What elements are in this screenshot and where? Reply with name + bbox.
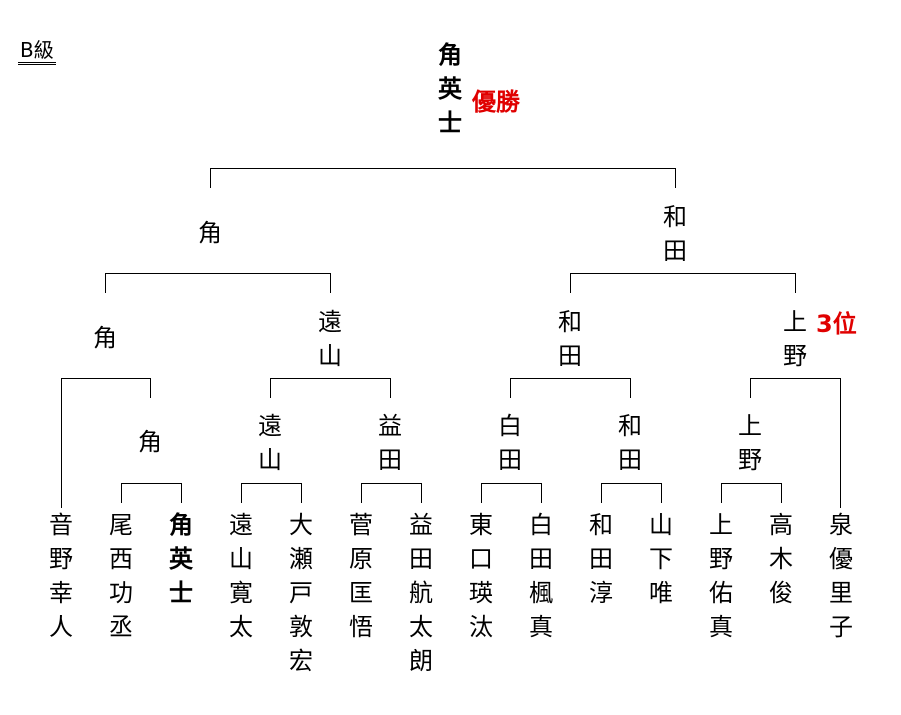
- bracket-line: [570, 273, 571, 293]
- bracket-line: [105, 273, 106, 293]
- bracket-line: [481, 483, 541, 484]
- player-8: 東口瑛汰: [469, 511, 493, 641]
- bracket-line: [781, 483, 782, 503]
- final-right: 和田: [663, 203, 687, 265]
- player-13: 高木 俊: [769, 511, 817, 607]
- quarterfinal-4: 白田: [498, 412, 522, 474]
- quarterfinal-6: 上野: [738, 412, 762, 474]
- bracket-line: [150, 378, 151, 398]
- player-1: 音野幸人: [49, 511, 73, 641]
- player-14: 泉優里子: [829, 511, 853, 641]
- quarterfinal-3: 益田: [378, 412, 402, 474]
- player-4: 遠山寛太: [229, 511, 253, 641]
- player-11: 山下 唯: [649, 511, 697, 607]
- bracket-line: [181, 483, 182, 503]
- player-7: 益田航太朗: [409, 511, 433, 675]
- bracket-line: [721, 483, 781, 484]
- bracket-line: [675, 168, 676, 188]
- bracket-line: [270, 378, 271, 398]
- bracket-line: [105, 273, 330, 274]
- bracket-line: [570, 273, 795, 274]
- bracket-line: [541, 483, 542, 503]
- bracket-line: [421, 483, 422, 503]
- bracket-line: [241, 483, 301, 484]
- quarterfinal-5: 和田: [618, 412, 642, 474]
- bracket-line: [840, 378, 841, 508]
- bracket-line: [630, 378, 631, 398]
- third-place-label: 3位: [816, 310, 857, 338]
- bracket-line: [61, 378, 150, 379]
- bracket-line: [601, 483, 661, 484]
- bracket-line: [795, 273, 796, 293]
- champion-name: 角 英士: [438, 41, 486, 137]
- bracket-line: [241, 483, 242, 503]
- bracket-line: [661, 483, 662, 503]
- bracket-line: [121, 483, 122, 503]
- bracket-line: [750, 378, 751, 398]
- player-6: 菅原匡悟: [349, 511, 373, 641]
- bracket-line: [510, 378, 511, 398]
- final-left: 角: [198, 219, 222, 247]
- bracket-line: [361, 483, 362, 503]
- player-3: 角 英士: [169, 511, 217, 607]
- bracket-line: [721, 483, 722, 503]
- bracket-line: [61, 378, 62, 508]
- bracket-title: B級: [18, 38, 56, 65]
- bracket-line: [481, 483, 482, 503]
- champion-label: 優勝: [472, 88, 520, 116]
- bracket-line: [301, 483, 302, 503]
- quarterfinal-2: 遠山: [258, 412, 282, 474]
- player-10: 和田 淳: [589, 511, 637, 607]
- player-2: 尾西功丞: [109, 511, 133, 641]
- bracket-line: [390, 378, 391, 398]
- bracket-line: [330, 273, 331, 293]
- bracket-line: [210, 168, 211, 188]
- bracket-line: [750, 378, 840, 379]
- semifinal-1: 角: [93, 324, 117, 352]
- quarterfinal-1: 角: [138, 428, 162, 456]
- semifinal-3: 和田: [558, 308, 582, 370]
- bracket-line: [270, 378, 390, 379]
- player-5: 大瀬戸敦宏: [289, 511, 313, 675]
- semifinal-4: 上野: [783, 308, 807, 370]
- semifinal-2: 遠山: [318, 308, 342, 370]
- player-9: 白田楓真: [529, 511, 553, 641]
- bracket-line: [121, 483, 181, 484]
- player-12: 上野佑真: [709, 511, 733, 641]
- bracket-line: [361, 483, 421, 484]
- bracket-line: [210, 168, 675, 169]
- bracket-line: [510, 378, 630, 379]
- bracket-line: [601, 483, 602, 503]
